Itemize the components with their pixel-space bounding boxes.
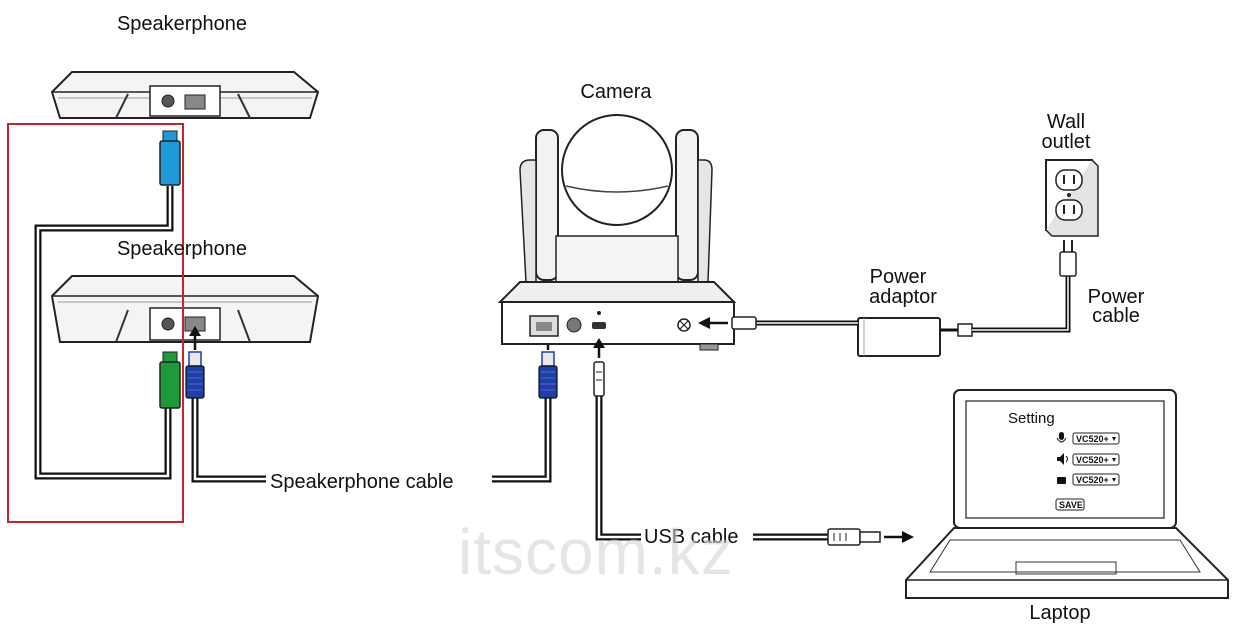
usb-cable — [595, 396, 828, 541]
speaker-device-value: VC520+ — [1076, 455, 1109, 465]
arrow-left-icon — [698, 317, 728, 329]
daisy-chain-cable — [34, 186, 174, 480]
connector-green — [159, 351, 181, 409]
microphone-icon — [1056, 432, 1067, 443]
label-speakerphone-cable: Speakerphone cable — [270, 471, 453, 493]
camera-device-value: VC520+ — [1076, 475, 1109, 485]
camera-icon — [1057, 477, 1066, 484]
chevron-down-icon — [1112, 458, 1116, 462]
usb-connector-laptop-end — [827, 528, 881, 546]
label-wall-outlet-line2: outlet — [1042, 131, 1091, 153]
laptop — [905, 389, 1229, 599]
dc-cable — [731, 316, 858, 330]
label-wall-outlet-line1: Wall — [1047, 111, 1085, 133]
speaker-icon — [1057, 453, 1068, 465]
arrow-up-icon — [593, 338, 605, 358]
label-power-cable-line1: Power — [1088, 286, 1145, 308]
connector-blue-light — [159, 130, 181, 186]
microphone-device-select[interactable] — [1072, 432, 1120, 445]
save-button-label: SAVE — [1059, 500, 1083, 510]
label-laptop: Laptop — [1029, 602, 1090, 624]
camera — [497, 114, 737, 351]
microphone-device-value: VC520+ — [1076, 434, 1109, 444]
setting-title: Setting — [1008, 410, 1055, 427]
speakerphone-bottom — [50, 275, 320, 343]
chevron-down-icon — [1112, 478, 1116, 482]
rj45-connector-left — [185, 351, 205, 399]
label-usb-cable: USB cable — [644, 526, 739, 548]
speakerphone-cable — [191, 398, 552, 483]
watermark: itscom.kz — [458, 516, 734, 588]
label-camera: Camera — [580, 81, 652, 103]
label-speakerphone-bottom: Speakerphone — [117, 238, 247, 260]
wall-outlet — [1045, 159, 1099, 237]
label-power-adaptor-line2: adaptor — [869, 286, 937, 308]
chevron-down-icon — [1112, 437, 1116, 441]
usb-connector-camera-end — [593, 361, 605, 397]
label-power-adaptor-line1: Power — [870, 266, 927, 288]
rj45-connector-right — [538, 351, 558, 399]
arrow-right-icon — [884, 531, 914, 543]
power-cable — [940, 240, 1077, 337]
highlight-frame — [7, 123, 184, 523]
label-speakerphone-top: Speakerphone — [117, 13, 247, 35]
save-button[interactable] — [1055, 498, 1085, 511]
speakerphone-top — [50, 71, 320, 119]
power-adaptor — [857, 317, 941, 357]
settings-screen: Setting VC520+ VC520+ VC520+ SAVE — [1008, 410, 1120, 511]
arrow-up-icon — [189, 326, 201, 350]
label-power-cable-line2: cable — [1092, 305, 1140, 327]
speaker-device-select[interactable] — [1072, 453, 1120, 466]
camera-device-select[interactable] — [1072, 473, 1120, 486]
